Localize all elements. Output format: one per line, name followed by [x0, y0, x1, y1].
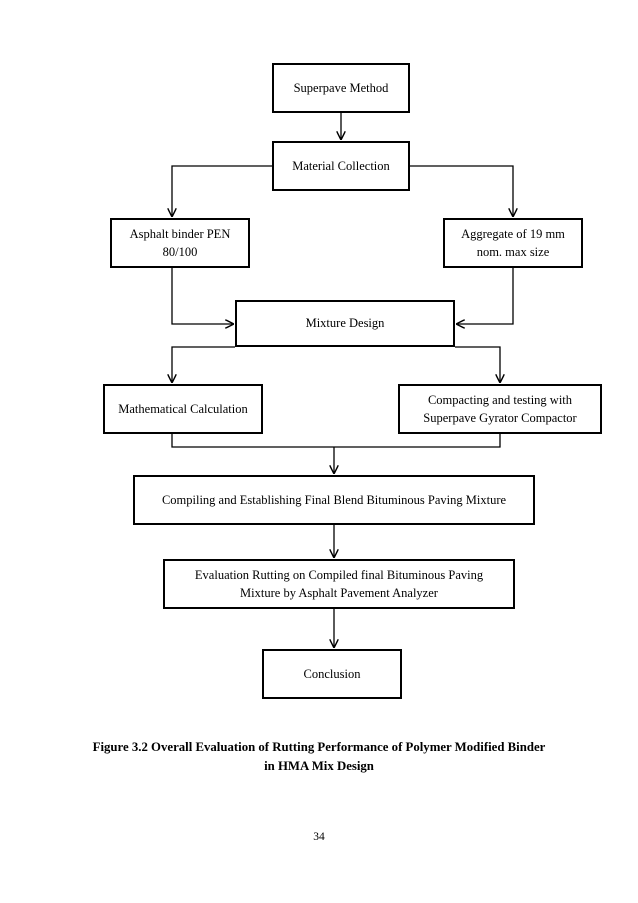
edge-compacting-to-compiling	[334, 434, 501, 448]
node-label: Mixture Design	[305, 316, 385, 331]
figure-caption: Figure 3.2 Overall Evaluation of Rutting…	[92, 740, 546, 774]
edge-mixture-to-math	[172, 346, 235, 382]
node-aggregate: Aggregate of 19 mm nom. max size	[443, 218, 583, 268]
edge-math-to-compiling	[171, 434, 334, 448]
edge-material-to-aggregate	[410, 165, 513, 216]
node-label: Evaluation Rutting on Compiled final Bit…	[194, 567, 484, 600]
node-compacting-testing: Compacting and testing with Superpave Gy…	[398, 384, 602, 434]
node-material-collection: Material Collection	[272, 141, 410, 191]
node-conclusion: Conclusion	[262, 649, 402, 699]
node-label: Mathematical Calculation	[118, 401, 248, 416]
node-label: Compacting and testing with Superpave Gy…	[423, 392, 577, 425]
edge-asphalt-to-mixture	[171, 268, 233, 324]
node-compiling-final-blend: Compiling and Establishing Final Blend B…	[133, 475, 535, 525]
node-label: Conclusion	[303, 666, 361, 681]
edge-material-to-asphalt	[172, 165, 272, 216]
node-label: Aggregate of 19 mm nom. max size	[461, 226, 565, 259]
node-mixture-design: Mixture Design	[235, 300, 455, 347]
node-label: Compiling and Establishing Final Blend B…	[161, 492, 507, 507]
node-label: Superpave Method	[293, 80, 389, 95]
node-mathematical-calculation: Mathematical Calculation	[103, 384, 263, 434]
node-label: Asphalt binder PEN 80/100	[129, 226, 231, 259]
node-asphalt-binder: Asphalt binder PEN 80/100	[110, 218, 250, 268]
edge-aggregate-to-mixture	[457, 268, 514, 324]
edge-mixture-to-compacting	[455, 346, 500, 382]
node-evaluation-rutting: Evaluation Rutting on Compiled final Bit…	[163, 559, 515, 609]
node-superpave-method: Superpave Method	[272, 63, 410, 113]
page-number: 34	[313, 831, 325, 843]
node-label: Material Collection	[292, 158, 390, 173]
